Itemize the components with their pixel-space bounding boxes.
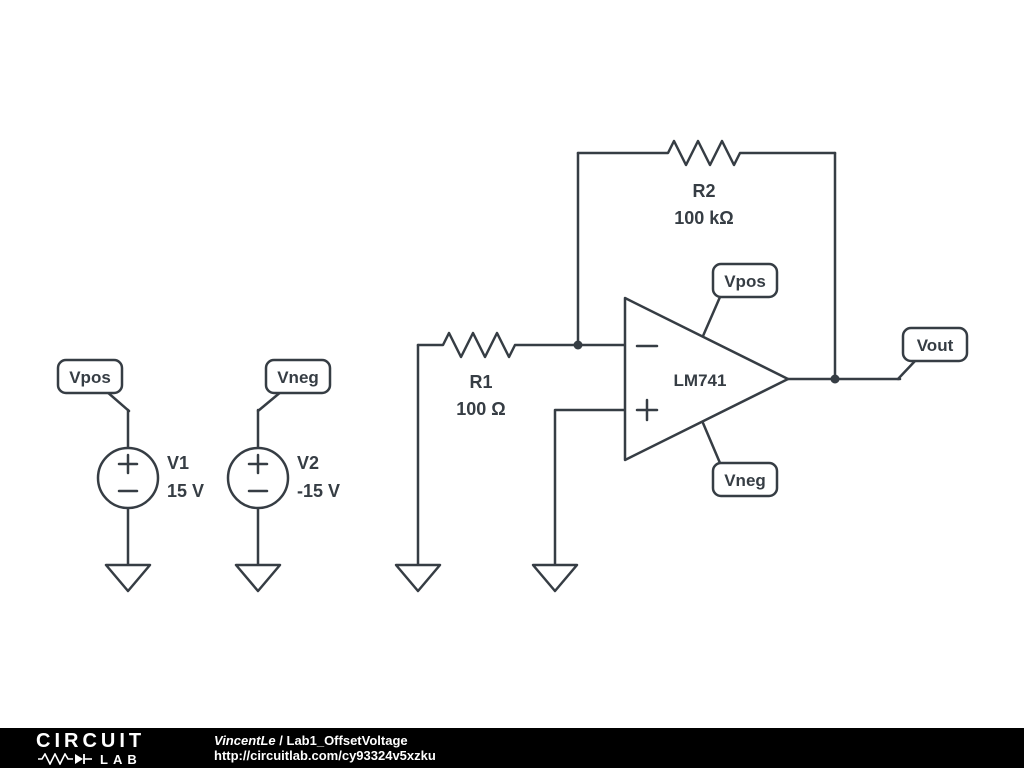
resistor-r1: R1 100 Ω (416, 331, 627, 419)
flag-label: Vneg (277, 368, 319, 387)
schematic-canvas: V1 15 V Vpos V2 -15 V (56, 139, 969, 593)
input-ground-branch (394, 343, 442, 593)
flag-label: Vpos (69, 368, 111, 387)
net-flag-vpos-opamp: Vpos (711, 262, 779, 299)
ground-icon (394, 563, 442, 593)
flag-label: Vpos (724, 272, 766, 291)
separator: / (275, 733, 287, 748)
logo-circuit-text: CIRCUIT (36, 729, 146, 752)
junction-dot (830, 374, 840, 384)
flag-box (264, 358, 332, 395)
plus-terminal-icon (247, 453, 269, 475)
author-title-line: VincentLe / Lab1_OffsetVoltage (214, 733, 436, 748)
schematic-credits: VincentLe / Lab1_OffsetVoltage http://ci… (214, 733, 436, 763)
ground-icon (104, 563, 152, 593)
resistor-zigzag (416, 331, 627, 359)
flag-box (711, 262, 779, 299)
resistor-diode-logo-icon (38, 753, 92, 765)
flag-tail (256, 389, 284, 413)
flag-label: Vneg (724, 471, 766, 490)
output-net: Vout (786, 326, 969, 381)
voltage-source-symbol (96, 446, 160, 510)
flag-box (56, 358, 124, 395)
r1-value-label: 100 Ω (456, 399, 505, 419)
r2-value-label: 100 kΩ (674, 208, 733, 228)
schematic-url-link[interactable]: http://circuitlab.com/cy93324v5xzku (214, 748, 436, 763)
logo-lab-text: LAB (100, 751, 142, 767)
net-flag-vpos-v1: Vpos (56, 358, 131, 413)
circuitlab-logo: CIRCUIT LAB (36, 729, 186, 766)
net-flag-vneg-v2: Vneg (256, 358, 332, 413)
footer-bar: CIRCUIT LAB VincentLe / Lab1_OffsetVolta… (0, 728, 1024, 768)
voltage-source-symbol (226, 446, 290, 510)
r1-name-label: R1 (469, 372, 492, 392)
v2-name-label: V2 (297, 453, 319, 473)
r2-name-label: R2 (692, 181, 715, 201)
flag-box (711, 461, 779, 498)
junction-dot (573, 340, 583, 350)
ground-icon (234, 563, 282, 593)
logo-bottom-row: LAB (38, 753, 186, 766)
flag-box (901, 326, 969, 363)
noninverting-input-icon (635, 398, 659, 422)
opamp-part-label: LM741 (674, 371, 727, 390)
opamp-triangle (623, 296, 790, 462)
schematic-title: Lab1_OffsetVoltage (286, 733, 408, 748)
opamp-lm741: LM741 (623, 295, 790, 465)
author-name: VincentLe (214, 733, 276, 748)
wire (553, 408, 627, 567)
v2-value-label: -15 V (297, 481, 340, 501)
resistor-r2-feedback: R2 100 kΩ (576, 139, 837, 381)
flag-label: Vout (917, 336, 954, 355)
noninverting-ground-branch (531, 408, 627, 593)
ground-icon (531, 563, 579, 593)
v1-value-label: 15 V (167, 481, 204, 501)
flag-tail (701, 295, 722, 338)
voltage-source-v1: V1 15 V (96, 408, 204, 593)
flag-tail (104, 389, 131, 413)
resistor-zigzag (576, 139, 837, 167)
voltage-source-v2: V2 -15 V (226, 408, 340, 593)
v1-name-label: V1 (167, 453, 189, 473)
flag-tail (701, 421, 722, 465)
flag-tail (896, 359, 917, 381)
plus-terminal-icon (117, 453, 139, 475)
net-flag-vneg-opamp: Vneg (711, 461, 779, 498)
